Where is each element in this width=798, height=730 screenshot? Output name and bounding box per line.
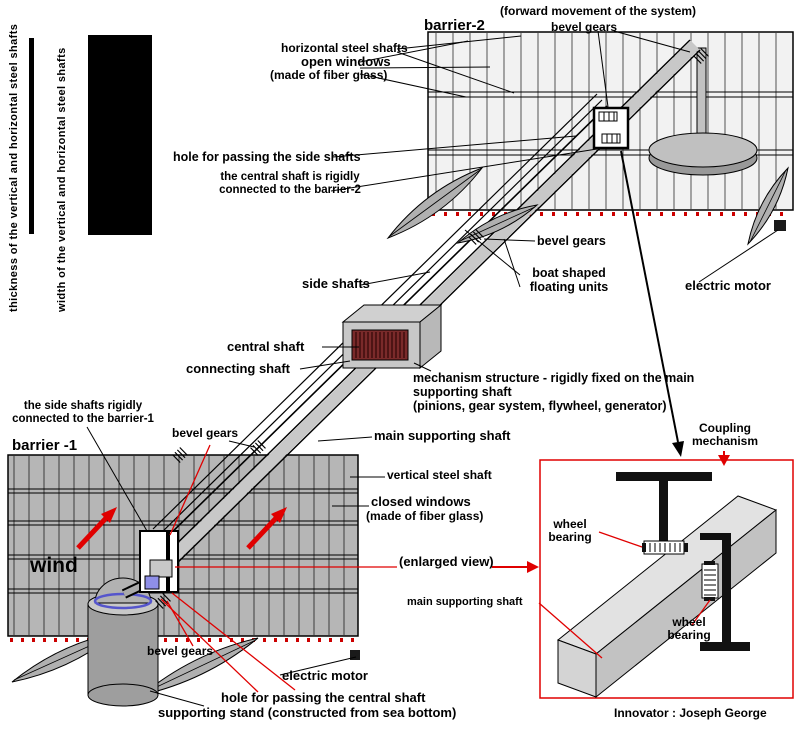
label-barrier2-title: barrier-2 (424, 17, 485, 34)
barrier2-coupling-frame (592, 106, 630, 150)
label-bevel-gears-mid: bevel gears (537, 234, 606, 248)
annotation-lines-black (86, 30, 779, 707)
electric-motor-bottom-box (350, 650, 360, 660)
barrier1-hole-frame (139, 530, 179, 593)
label-forward-movement: (forward movement of the system) (500, 4, 697, 18)
supporting-stand-cylinder (87, 577, 159, 707)
label-electric-motor-bottom: electric motor (282, 668, 368, 683)
label-width-vertical: width of the vertical and horizontal ste… (56, 47, 68, 312)
label-enlarged-view: (enlarged view) (399, 554, 494, 569)
wheel-bearing-lower (701, 561, 719, 601)
coupling-arrowhead (718, 455, 730, 466)
label-mechanism-line1: mechanism structure - rigidly fixed on t… (413, 371, 695, 385)
label-electric-motor-right: electric motor (685, 278, 771, 293)
blue-ring (93, 592, 153, 610)
label-mechanism-line3: (pinions, gear system, flywheel, generat… (413, 399, 667, 413)
label-barrier1-title: barrier -1 (12, 437, 78, 454)
label-closed-windows-material: (made of fiber glass) (366, 509, 484, 523)
mechanism-structure (341, 303, 443, 370)
label-boat-units: boat shaped floating units (529, 266, 609, 294)
bevel-gear-symbols (155, 48, 709, 609)
label-open-windows-material: (made of fiber glass) (270, 68, 388, 82)
beam-end-cap (557, 639, 597, 698)
label-connecting-shaft: connecting shaft (186, 361, 291, 376)
coupler-block (144, 575, 160, 590)
wheel-bearing-upper (642, 540, 688, 555)
coupling-vertical-bar (659, 481, 668, 543)
label-main-supporting-shaft: main supporting shaft (374, 428, 511, 443)
electric-motor-right-box (774, 220, 786, 231)
label-hole-central-shaft: hole for passing the central shaft (221, 690, 426, 705)
label-central-shaft: central shaft (227, 339, 305, 354)
coupling-right-bar (722, 536, 731, 646)
label-wheel-bearing-lower: wheel bearing (667, 615, 711, 643)
coupling-arm (700, 533, 731, 540)
enlarged-view-arrowhead (527, 561, 539, 573)
label-bevel-gears-bottom: bevel gears (147, 644, 214, 658)
thickness-bar (29, 38, 34, 234)
label-side-shafts-rigid: the side shafts rigidly connected to the… (12, 400, 154, 425)
label-side-shafts: side shafts (302, 276, 370, 291)
label-thickness-vertical: thickness of the vertical and horizontal… (8, 23, 20, 312)
flywheel-pole (648, 47, 758, 176)
label-wind: wind (30, 554, 78, 577)
label-mechanism: mechanism structure - rigidly fixed on t… (413, 371, 694, 413)
label-wheel-bearing-upper: wheel bearing (548, 517, 592, 545)
coupling-foot (700, 642, 750, 651)
label-closed-windows: closed windows (371, 494, 471, 509)
coupling-top-bar (616, 472, 712, 481)
label-main-supporting-shaft-inset: main supporting shaft (407, 596, 523, 608)
label-hole-side-shafts: hole for passing the side shafts (173, 150, 361, 164)
label-horizontal-steel-shafts: horizontal steel shafts (281, 41, 408, 55)
label-vertical-steel-shaft: vertical steel shaft (387, 468, 492, 482)
enlarged-view-inset (539, 459, 794, 699)
barrier-2-grid (427, 31, 794, 216)
wind-arrows (76, 507, 287, 550)
width-bar (88, 35, 152, 235)
label-supporting-stand: supporting stand (constructed from sea b… (158, 705, 457, 720)
label-bevel-gears-left: bevel gears (172, 426, 239, 440)
enlarged-view-pointer-arrow (620, 150, 684, 457)
label-innovator: Innovator : Joseph George (614, 706, 767, 720)
annotation-lines-red (160, 444, 730, 693)
label-mechanism-line2: supporting shaft (413, 385, 512, 399)
label-coupling-mechanism: Coupling mechanism (691, 421, 759, 449)
label-central-shaft-rigid: the central shaft is rigidly connected t… (219, 171, 361, 196)
label-bevel-gears-top: bevel gears (551, 20, 618, 34)
label-open-windows: open windows (301, 54, 391, 69)
